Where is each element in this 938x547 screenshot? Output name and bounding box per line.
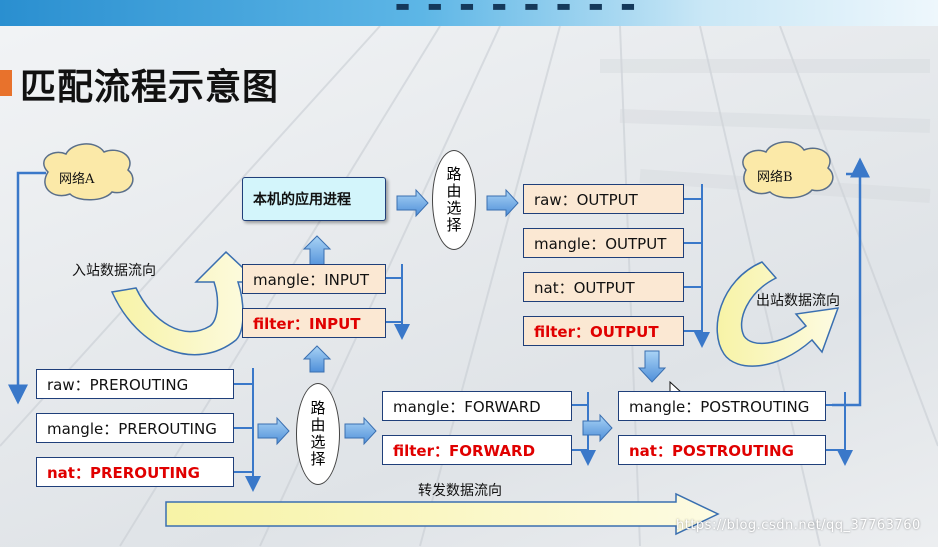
cloud-network-a — [43, 143, 134, 201]
nat-output-box: nat：OUTPUT — [523, 272, 684, 302]
mangle-forward-box: mangle：FORWARD — [382, 391, 572, 421]
mangle-postrouting-box: mangle：POSTROUTING — [618, 391, 826, 421]
routing-decision-upper: 路由选择 — [432, 150, 476, 250]
forward-big-arrow — [165, 492, 720, 536]
mangle-input-box: mangle：INPUT — [242, 264, 386, 294]
local-app-process-box: 本机的应用进程 — [242, 177, 386, 221]
output-bracket — [684, 184, 710, 348]
filter-output-box: filter：OUTPUT — [523, 316, 684, 346]
outbound-flow-label: 出站数据流向 — [756, 293, 840, 309]
inbound-flow-label: 入站数据流向 — [72, 263, 156, 279]
input-bracket — [386, 264, 410, 340]
prerouting-bracket — [234, 368, 261, 492]
block-arrows — [257, 188, 667, 446]
outbound-line — [832, 157, 870, 407]
raw-output-box: raw：OUTPUT — [523, 184, 684, 214]
title-accent-bar — [0, 70, 12, 96]
top-banner: ▬ ▬ ▬ ▬ ▬ ▬ ▬ ▬ — [0, 0, 938, 26]
postrouting-bracket — [826, 392, 853, 466]
routing-decision-lower: 路由选择 — [296, 383, 340, 485]
filter-input-box: filter：INPUT — [242, 308, 386, 338]
outbound-curve-arrow — [716, 261, 840, 367]
forward-flow-label: 转发数据流向 — [418, 483, 502, 499]
banner-text-fragment: ▬ ▬ ▬ ▬ ▬ ▬ ▬ ▬ — [395, 0, 642, 15]
inbound-line — [8, 171, 46, 405]
watermark-text: https://blog.csdn.net/qq_37763760 — [676, 518, 921, 533]
cloud-network-b — [742, 141, 834, 199]
raw-prerouting-box: raw：PREROUTING — [36, 369, 234, 399]
filter-forward-box: filter：FORWARD — [382, 435, 572, 465]
network-a-label: 网络A — [59, 172, 95, 187]
nat-postrouting-box: nat：POSTROUTING — [618, 435, 826, 465]
page-title: 匹配流程示意图 — [20, 67, 280, 108]
mangle-prerouting-box: mangle：PREROUTING — [36, 413, 234, 443]
mangle-output-box: mangle：OUTPUT — [523, 228, 684, 258]
network-b-label: 网络B — [757, 170, 793, 185]
nat-prerouting-box: nat：PREROUTING — [36, 457, 234, 487]
